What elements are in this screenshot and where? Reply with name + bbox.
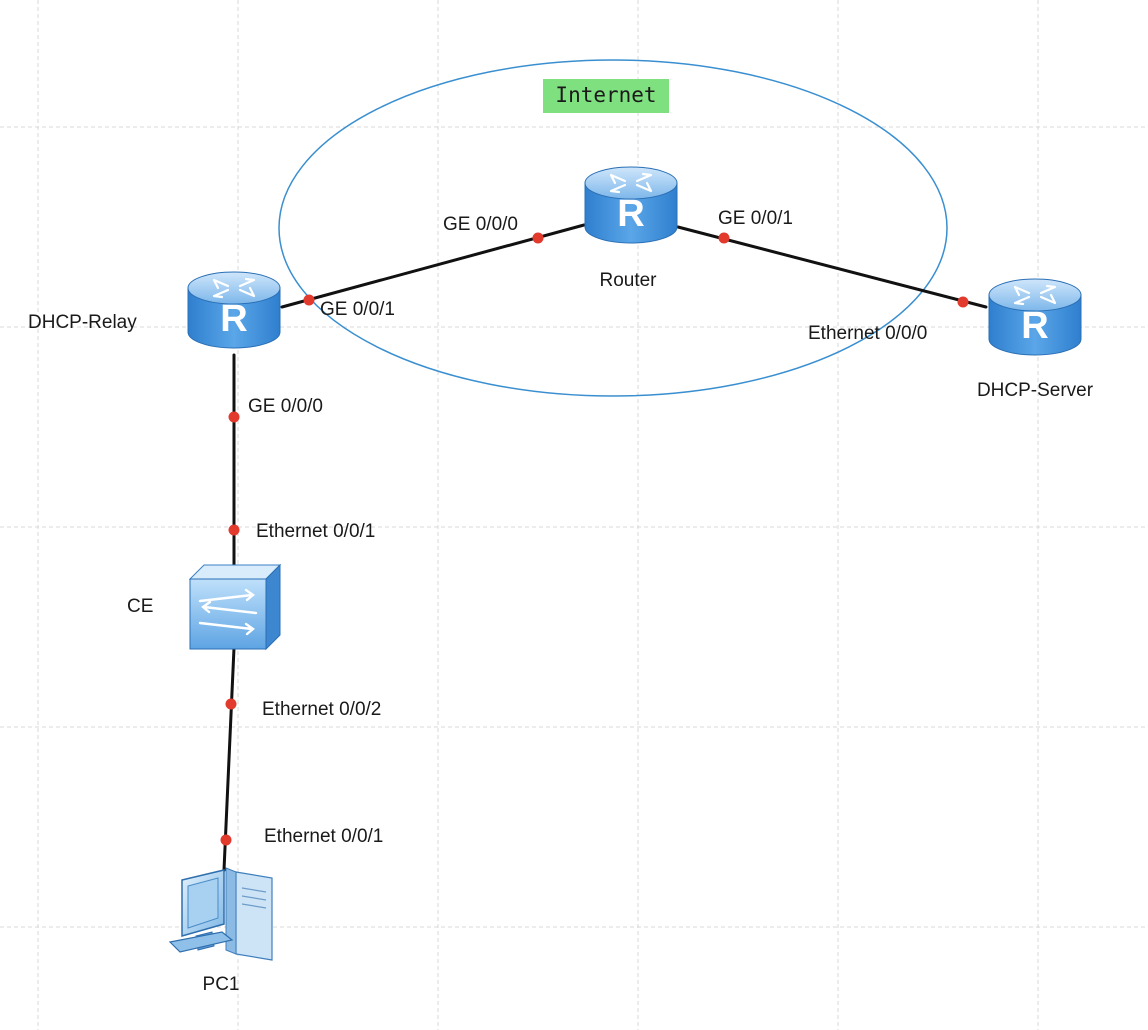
- port-dot-router-ge001: [718, 232, 730, 244]
- internet-zone-label-bg: [543, 79, 669, 113]
- pc-icon[interactable]: [168, 867, 273, 961]
- switch-icon[interactable]: [188, 563, 282, 651]
- port-label-relay-ge000: GE 0/0/0: [248, 396, 323, 417]
- ce-switch-label: CE: [127, 596, 153, 617]
- internet-zone-label: Internet: [555, 83, 656, 107]
- dhcp-server-label: DHCP-Server: [977, 380, 1094, 401]
- port-dot-relay-ge001: [303, 294, 315, 306]
- port-label-router-ge001: GE 0/0/1: [718, 208, 793, 229]
- port-dot-switch-eth001: [228, 524, 240, 536]
- port-label-switch-eth002: Ethernet 0/0/2: [262, 699, 381, 720]
- dhcp-server-router-icon[interactable]: [987, 277, 1083, 357]
- port-dot-server-eth000: [957, 296, 969, 308]
- link-router-server: [676, 225, 988, 309]
- router-icon[interactable]: [583, 165, 679, 245]
- dhcp-relay-label: DHCP-Relay: [28, 312, 137, 333]
- internet-zone: [278, 59, 948, 397]
- port-label-router-ge000: GE 0/0/0: [443, 214, 518, 235]
- pc1-label: PC1: [203, 974, 240, 995]
- port-label-pc-eth001: Ethernet 0/0/1: [264, 826, 383, 847]
- port-dot-relay-ge000: [228, 411, 240, 423]
- link-switch-pc: [222, 646, 236, 872]
- port-dot-pc-eth001: [220, 834, 232, 846]
- port-label-relay-ge001: GE 0/0/1: [320, 299, 395, 320]
- dhcp-relay-router-icon[interactable]: [186, 270, 282, 350]
- port-label-switch-eth001: Ethernet 0/0/1: [256, 521, 375, 542]
- port-dot-router-ge000: [532, 232, 544, 244]
- port-label-server-eth000: Ethernet 0/0/0: [808, 323, 927, 344]
- port-dot-switch-eth002: [225, 698, 237, 710]
- router-label: Router: [599, 270, 657, 291]
